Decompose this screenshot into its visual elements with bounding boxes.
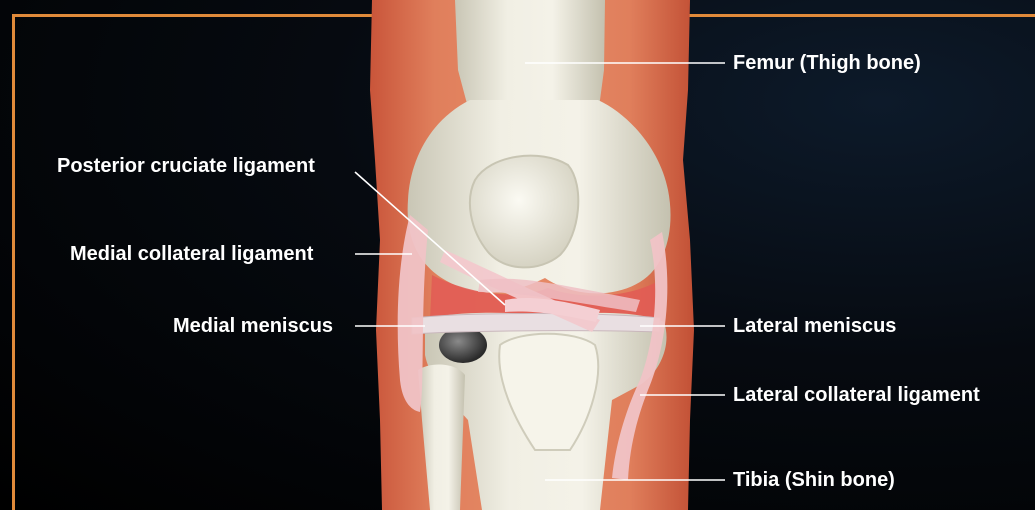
label-lateral-collateral-ligament: Lateral collateral ligament — [733, 383, 980, 407]
label-medial-collateral-ligament: Medial collateral ligament — [70, 242, 313, 266]
label-medial-meniscus: Medial meniscus — [173, 314, 333, 338]
menisci-band — [412, 314, 660, 335]
label-femur: Femur (Thigh bone) — [733, 51, 921, 75]
label-tibia: Tibia (Shin bone) — [733, 468, 895, 492]
label-lateral-meniscus: Lateral meniscus — [733, 314, 896, 338]
patella — [470, 156, 578, 268]
label-posterior-cruciate-ligament: Posterior cruciate ligament — [57, 154, 315, 178]
femur-shaft — [455, 0, 605, 115]
